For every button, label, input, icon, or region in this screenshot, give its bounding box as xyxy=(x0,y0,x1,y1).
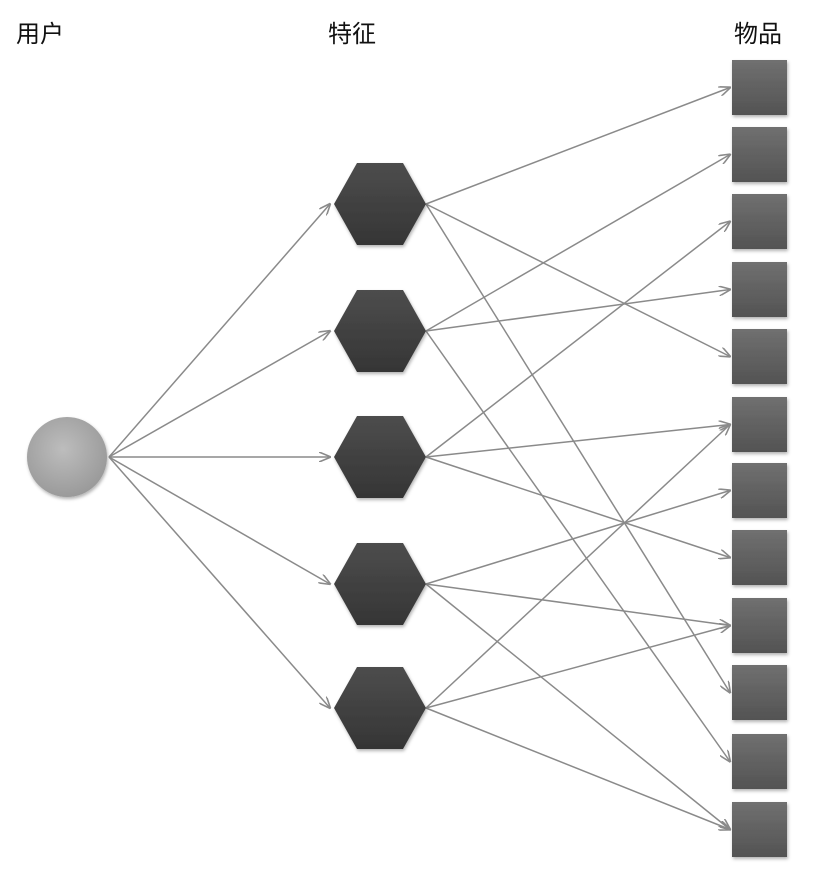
item-node-11 xyxy=(732,734,787,789)
feature-node-1 xyxy=(334,163,426,245)
edge-feature-5-to-item-12 xyxy=(425,707,730,830)
edge-feature-1-to-item-1 xyxy=(425,88,730,205)
edge-user-to-feature-2 xyxy=(108,331,330,458)
item-node-2 xyxy=(732,127,787,182)
edge-feature-5-to-item-9 xyxy=(425,626,730,709)
user-column-label: 用户 xyxy=(16,20,64,48)
item-node-1 xyxy=(732,60,787,115)
item-node-4 xyxy=(732,262,787,317)
edge-feature-4-to-item-7 xyxy=(425,491,730,585)
item-node-8 xyxy=(732,530,787,585)
edge-feature-2-to-item-11 xyxy=(425,330,730,762)
edge-feature-1-to-item-5 xyxy=(425,203,730,357)
edge-feature-4-to-item-9 xyxy=(425,583,730,626)
item-node-10 xyxy=(732,665,787,720)
edge-feature-2-to-item-2 xyxy=(425,155,730,332)
feature-node-2 xyxy=(334,290,426,372)
edge-user-to-feature-5 xyxy=(108,456,330,708)
edges-layer xyxy=(108,88,730,830)
edge-feature-1-to-item-10 xyxy=(425,203,730,693)
edge-feature-2-to-item-4 xyxy=(425,290,730,332)
edge-feature-5-to-item-6 xyxy=(425,425,730,709)
item-node-6 xyxy=(732,397,787,452)
item-node-3 xyxy=(732,194,787,249)
item-node-9 xyxy=(732,598,787,653)
edge-feature-3-to-item-6 xyxy=(425,425,730,458)
edge-user-to-feature-1 xyxy=(108,204,330,458)
user-node xyxy=(27,417,107,497)
feature-node-5 xyxy=(334,667,426,749)
edge-feature-3-to-item-8 xyxy=(425,456,730,558)
item-node-12 xyxy=(732,802,787,857)
item-node-5 xyxy=(732,329,787,384)
feature-column-label: 特征 xyxy=(328,20,376,48)
nodes-layer xyxy=(27,60,787,857)
item-column-label: 物品 xyxy=(734,20,782,48)
edge-user-to-feature-4 xyxy=(108,456,330,584)
feature-node-4 xyxy=(334,543,426,625)
edge-feature-4-to-item-12 xyxy=(425,583,730,830)
feature-node-3 xyxy=(334,416,426,498)
edge-feature-3-to-item-3 xyxy=(425,222,730,458)
item-node-7 xyxy=(732,463,787,518)
